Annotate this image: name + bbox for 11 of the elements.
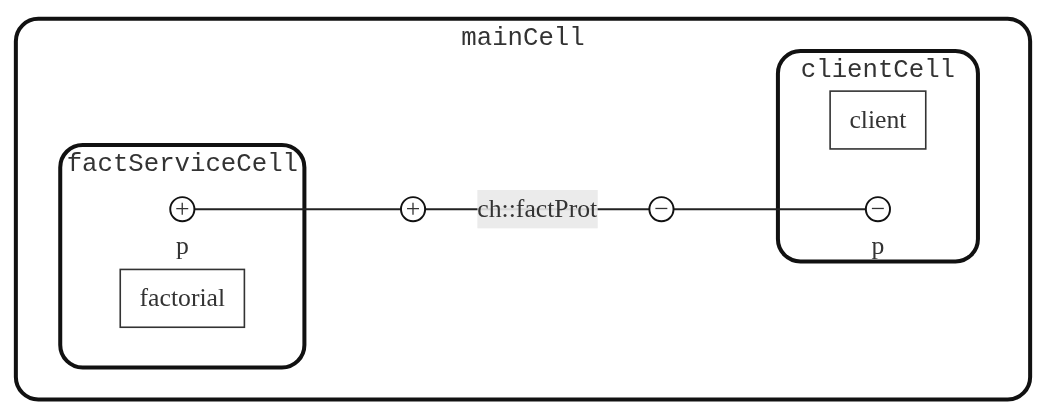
edge-label: ch::factProt xyxy=(477,195,598,223)
connector xyxy=(673,208,866,211)
node-box: factorial xyxy=(119,268,246,329)
port-label: p xyxy=(175,231,189,261)
node-circle: − xyxy=(648,196,675,223)
node-circle: + xyxy=(169,196,196,223)
node-circle: + xyxy=(400,196,427,223)
connector xyxy=(194,208,401,211)
node-circle: − xyxy=(864,196,891,223)
port-label: p xyxy=(871,231,885,261)
node-box: client xyxy=(829,90,927,151)
